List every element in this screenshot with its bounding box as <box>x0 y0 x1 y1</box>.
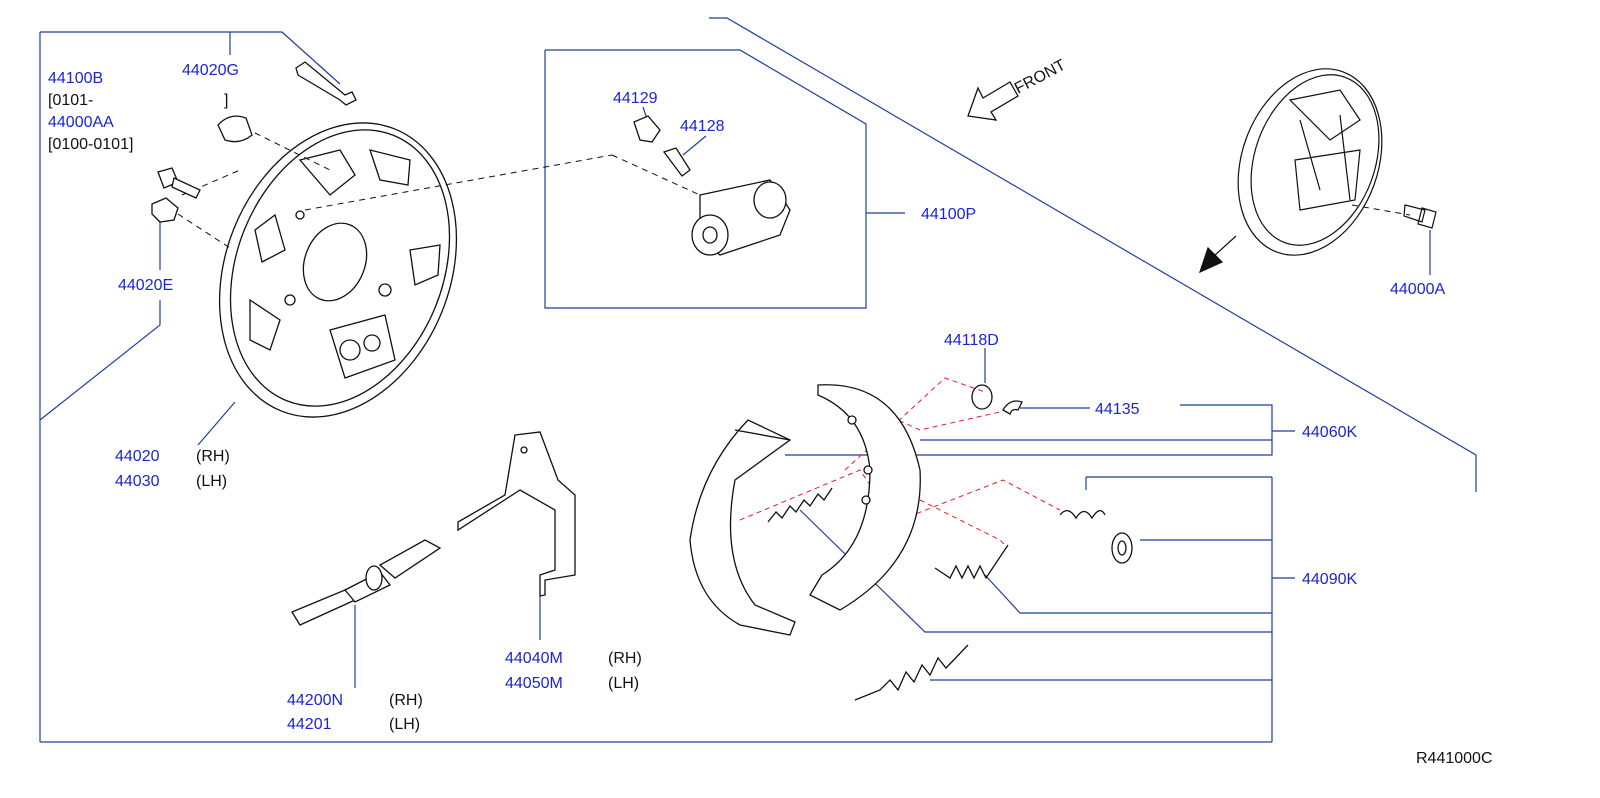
wheel-cylinder <box>633 115 791 256</box>
part-number-44201[interactable]: 44201 <box>287 716 332 733</box>
part-number-44020[interactable]: 44020 <box>115 448 160 465</box>
bracket-44020g: ] <box>224 92 228 109</box>
springs <box>767 384 1133 701</box>
leader-lines <box>39 17 1477 743</box>
side-44050m: (LH) <box>608 675 639 692</box>
part-number-44030[interactable]: 44030 <box>115 473 160 490</box>
part-number-44020g[interactable]: 44020G <box>182 62 239 79</box>
part-number-44060k[interactable]: 44060K <box>1302 424 1357 441</box>
part-number-44020e[interactable]: 44020E <box>118 277 173 294</box>
part-number-44129[interactable]: 44129 <box>613 90 658 107</box>
brake-assembly-view <box>1198 68 1437 274</box>
front-arrow-icon <box>967 81 1019 121</box>
part-number-44000aa[interactable]: 44000AA <box>48 114 114 131</box>
date-range-44000aa: [0100-0101] <box>48 136 133 153</box>
side-44020: (RH) <box>196 448 230 465</box>
side-44201: (LH) <box>389 716 420 733</box>
date-range-44100b: [0101- <box>48 92 93 109</box>
part-number-44100b[interactable]: 44100B <box>48 70 103 87</box>
side-44200n: (RH) <box>389 692 423 709</box>
part-number-44128[interactable]: 44128 <box>680 118 725 135</box>
backing-plate <box>218 122 458 418</box>
side-44040m: (RH) <box>608 650 642 667</box>
front-label: FRONT <box>1012 57 1069 98</box>
part-number-44135[interactable]: 44135 <box>1095 401 1140 418</box>
part-number-44090k[interactable]: 44090K <box>1302 571 1357 588</box>
brake-shoes <box>689 384 921 636</box>
part-number-44040m[interactable]: 44040M <box>505 650 563 667</box>
assembly-dash-lines <box>177 127 1411 249</box>
backing-plate-hardware <box>151 61 357 223</box>
part-number-44200n[interactable]: 44200N <box>287 692 343 709</box>
part-number-44050m[interactable]: 44050M <box>505 675 563 692</box>
side-44030: (LH) <box>196 473 227 490</box>
reference-code: R441000C <box>1416 750 1493 767</box>
adjuster-and-lever <box>291 431 576 626</box>
part-labels: 44100B [0101- 44000AA [0100-0101] 44020G… <box>48 57 1493 767</box>
part-number-44118d[interactable]: 44118D <box>944 332 999 349</box>
part-number-44000a[interactable]: 44000A <box>1390 281 1445 298</box>
part-number-44100p[interactable]: 44100P <box>921 206 976 223</box>
